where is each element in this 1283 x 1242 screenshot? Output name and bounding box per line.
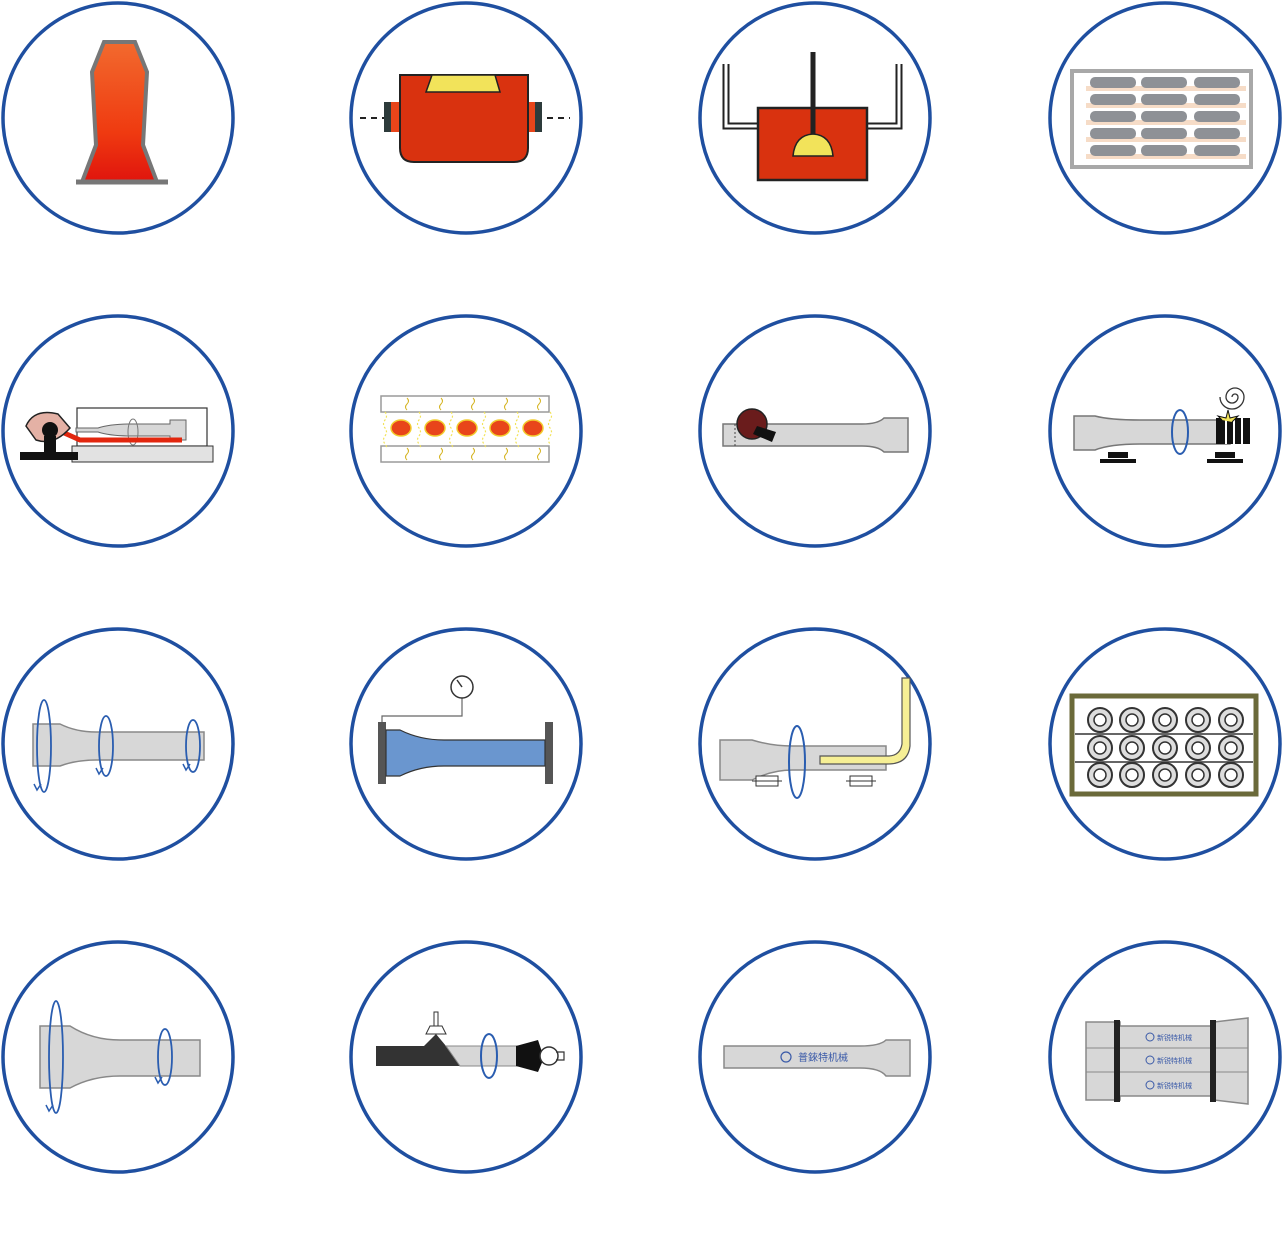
step-ring-packing [1048,940,1282,1174]
step-ring-rough-machining [1048,314,1282,548]
stacked-pipe-end [1218,707,1244,733]
step-ring-finish-turning [1,627,235,861]
rotation-arrow-icon [95,715,114,777]
mould-bar [1090,111,1136,122]
mould-bar [1194,128,1240,139]
mould-bar [1141,94,1187,105]
mould-bar [1141,145,1187,156]
bundle-label-text: 新锐特机械 [1157,1081,1192,1090]
rotation-arrow-icon [154,1028,173,1086]
step-ring-vacuum-degassing [698,1,932,235]
heat-treatment-icon [380,395,553,463]
stacked-pipe-end [1185,735,1211,761]
mould-bar [1141,111,1187,122]
boring-bar-icon [719,677,911,799]
stacked-pipe-end [1087,735,1113,761]
furnace-icon [76,40,168,185]
ladle-icon [360,74,570,163]
stacked-pipe-end [1185,762,1211,788]
mould-bar [1141,77,1187,88]
mould-bar [1194,111,1240,122]
rotating-pipe-large-icon [39,1000,201,1114]
mould-bar [1090,145,1136,156]
mould-bar [1141,128,1187,139]
rotation-arrow-icon [182,719,201,773]
rotating-pipe-icon [32,699,205,793]
stacked-pipe-end [1218,735,1244,761]
step-ring-final-machining [1,940,235,1174]
stacked-pipe-end [1152,707,1178,733]
lathe-icon [1073,387,1250,463]
step-ring-marking [698,940,932,1174]
stacked-pipe-end [1152,735,1178,761]
pipe-logo-text: 普錸特机械 [798,1051,848,1064]
bundle-label-text: 新锐特机械 [1157,1033,1192,1042]
step-ring-centrifugal-casting [1,314,235,548]
marked-pipe-icon: 普錸特机械 [723,1039,911,1077]
degassing-icon [722,52,903,182]
bundle-label-text: 新锐特机械 [1157,1056,1192,1065]
mould-rack-icon [1070,69,1253,169]
step-ring-mould-preheating [1048,1,1282,235]
step-ring-boring [698,627,932,861]
stacked-pipe-end [1185,707,1211,733]
rotation-arrow-icon [33,699,52,793]
stacked-pipe-end [1087,762,1113,788]
cutting-saw-icon [722,408,909,453]
stacked-pipe-end [1119,762,1145,788]
stacked-pipe-end [1119,707,1145,733]
mould-bar [1090,128,1136,139]
stacked-pipe-end [1218,762,1244,788]
pressure-test-icon [378,675,553,784]
step-ring-end-cutting [698,314,932,548]
welding-torch-icon [376,1011,565,1079]
step-ring-ladle-refining [349,1,583,235]
step-ring-hydrostatic-test [349,627,583,861]
step-ring-heat-treatment [349,314,583,548]
rotation-arrow-icon [45,1000,64,1114]
mould-bar [1194,145,1240,156]
mould-bar [1194,77,1240,88]
mould-bar [1194,94,1240,105]
stacked-pipe-end [1119,735,1145,761]
step-ring-melting-furnace [1,1,235,235]
step-ring-stacking [1048,627,1282,861]
stacked-pipe-end [1087,707,1113,733]
mould-bar [1090,94,1136,105]
mould-bar [1090,77,1136,88]
casting-machine-icon [20,407,214,463]
ring-grid [1,1,1282,1174]
stacked-pipe-end [1152,762,1178,788]
step-ring-welding [349,940,583,1174]
pipe-stack-icon [1069,693,1259,797]
